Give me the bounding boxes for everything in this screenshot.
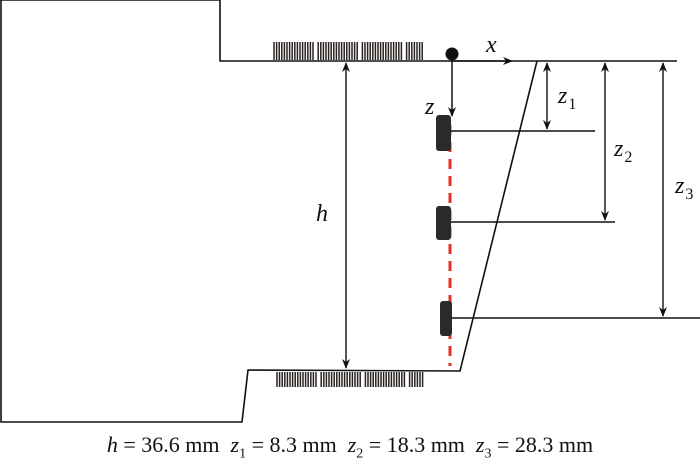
z2-subscript: 2 — [624, 149, 632, 166]
caption-item: z3 = 28.3 mm — [475, 432, 594, 461]
caption-symbol: z — [347, 432, 357, 457]
z1-subscript: 1 — [568, 96, 576, 113]
caption-item: z1 = 8.3 mm — [230, 432, 348, 461]
z1-label: z1 — [557, 83, 576, 113]
z3-label: z3 — [674, 173, 693, 203]
sensor-2 — [436, 206, 451, 240]
sensor-3 — [440, 301, 452, 336]
caption-value: = 18.3 mm — [363, 432, 476, 457]
z2-symbol: z — [613, 136, 624, 162]
x-label: x — [485, 32, 497, 58]
caption-value: = 8.3 mm — [246, 432, 348, 457]
origin-point — [445, 47, 459, 61]
caption-value: = 28.3 mm — [491, 432, 594, 457]
caption-subscript: 1 — [239, 446, 247, 462]
z3-subscript: 3 — [685, 186, 693, 203]
top-hatching — [273, 42, 423, 60]
h-label: h — [316, 201, 328, 227]
body-outline — [0, 0, 538, 423]
bottom-hatching — [276, 372, 424, 387]
caption-subscript: 3 — [484, 446, 492, 462]
caption-symbol: z — [475, 432, 485, 457]
caption-value: = 36.6 mm — [117, 432, 231, 457]
caption-symbol: h — [106, 432, 118, 457]
caption-item: z2 = 18.3 mm — [347, 432, 476, 461]
caption-item: h = 36.6 mm — [107, 432, 231, 457]
caption: h = 36.6 mm z1 = 8.3 mm z2 = 18.3 mm z3 … — [0, 432, 700, 462]
z2-label: z2 — [613, 136, 632, 166]
sensor-1 — [436, 115, 451, 151]
caption-symbol: z — [230, 432, 240, 457]
z-label: z — [424, 94, 435, 120]
z3-symbol: z — [674, 173, 685, 199]
caption-subscript: 2 — [356, 446, 364, 462]
z1-symbol: z — [557, 83, 568, 109]
